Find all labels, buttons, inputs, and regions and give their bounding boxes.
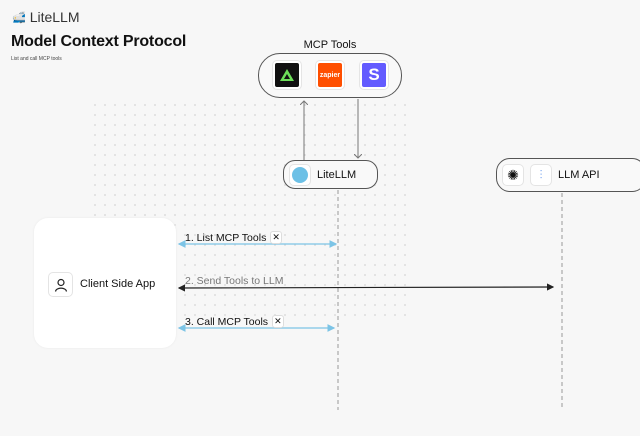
page-subtitle: List and call MCP tools [11,56,62,62]
zapier-icon: zapier [316,61,344,89]
llm-api-node: ✺ ⫶ LLM API [496,158,640,192]
client-label: Client Side App [80,278,156,290]
stripe-icon: S [360,61,388,89]
llm-provider-icon: ⫶ [530,164,552,186]
step1-label: 1. List MCP Tools✕ [185,231,282,244]
tools-icon: ✕ [270,231,282,244]
train-icon: 🚅 [12,11,26,24]
litellm-logo-icon [289,163,311,186]
step2-arrow [177,283,555,292]
page-title: Model Context Protocol [11,33,187,50]
step3-label: 3. Call MCP Tools✕ [185,315,284,328]
litellm-node: LiteLLM [283,160,378,189]
step2-label: 2. Send Tools to LLM [185,275,284,287]
mcp-tools-label: MCP Tools [303,39,357,51]
tools-icon: ✕ [272,315,284,328]
openai-icon: ✺ [502,164,524,186]
logo: 🚅 LiteLLM [12,9,80,25]
tool-a-icon [273,61,301,89]
user-icon [48,272,73,297]
